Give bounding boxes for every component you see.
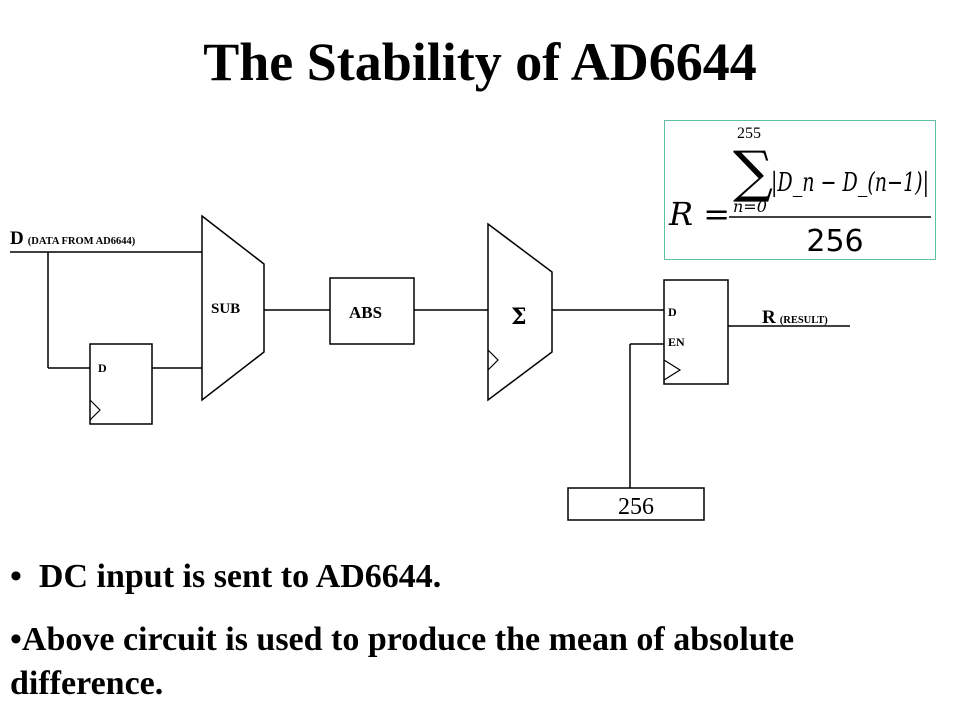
bullet-item-1: • DC input is sent to AD6644. [10, 558, 441, 596]
output-register-en-label: EN [668, 335, 685, 349]
formula: R = 255 ∑ n=0 |D_n − D_(n−1)| 256 [668, 125, 931, 259]
bullet-marker: • [10, 621, 22, 658]
accumulator-block [487, 222, 553, 402]
abs-label: ABS [349, 303, 382, 322]
accumulator-clock-marker [487, 349, 499, 371]
wires [10, 251, 850, 488]
bullet-marker: • [10, 558, 39, 595]
counter-label: 256 [618, 494, 654, 520]
bullet-item-2: •Above circuit is used to produce the me… [10, 618, 910, 706]
delay-register-label: D [98, 361, 107, 375]
output-register-block [663, 279, 729, 385]
formula-box: R = 255 ∑ n=0 |D_n − D_(n−1)| 256 [664, 120, 936, 260]
formula-denominator: 256 [806, 224, 863, 259]
formula-numerator: |D_n − D_(n−1)| [771, 168, 929, 198]
input-signal-main: D [10, 228, 24, 249]
formula-sum-upper: 255 [737, 125, 761, 142]
bullet-text-1: DC input is sent to AD6644. [38, 558, 442, 595]
formula-sum-lower: n=0 [733, 197, 767, 216]
delay-register-block [89, 343, 153, 425]
page-title: The Stability of AD6644 [203, 32, 757, 92]
delay-clock-marker [89, 399, 101, 421]
abs-block [329, 277, 415, 345]
summation-sign-icon: ∑ [733, 140, 773, 205]
output-signal-label: R (RESULT) [762, 307, 828, 328]
output-register-d-label: D [668, 305, 677, 319]
input-signal-subscript: (DATA FROM AD6644) [28, 236, 136, 247]
output-signal-subscript: (RESULT) [780, 315, 829, 326]
subtractor-block [201, 214, 265, 402]
formula-lhs: R = [668, 195, 730, 233]
bullet-text-2: Above circuit is used to produce the mea… [10, 621, 795, 702]
counter-block [567, 487, 705, 521]
output-signal-main: R [762, 307, 776, 328]
output-register-clock-marker [663, 359, 682, 381]
input-signal-label: D (DATA FROM AD6644) [10, 228, 136, 249]
subtractor-label: SUB [211, 301, 240, 317]
accumulator-label: Σ [511, 304, 527, 330]
